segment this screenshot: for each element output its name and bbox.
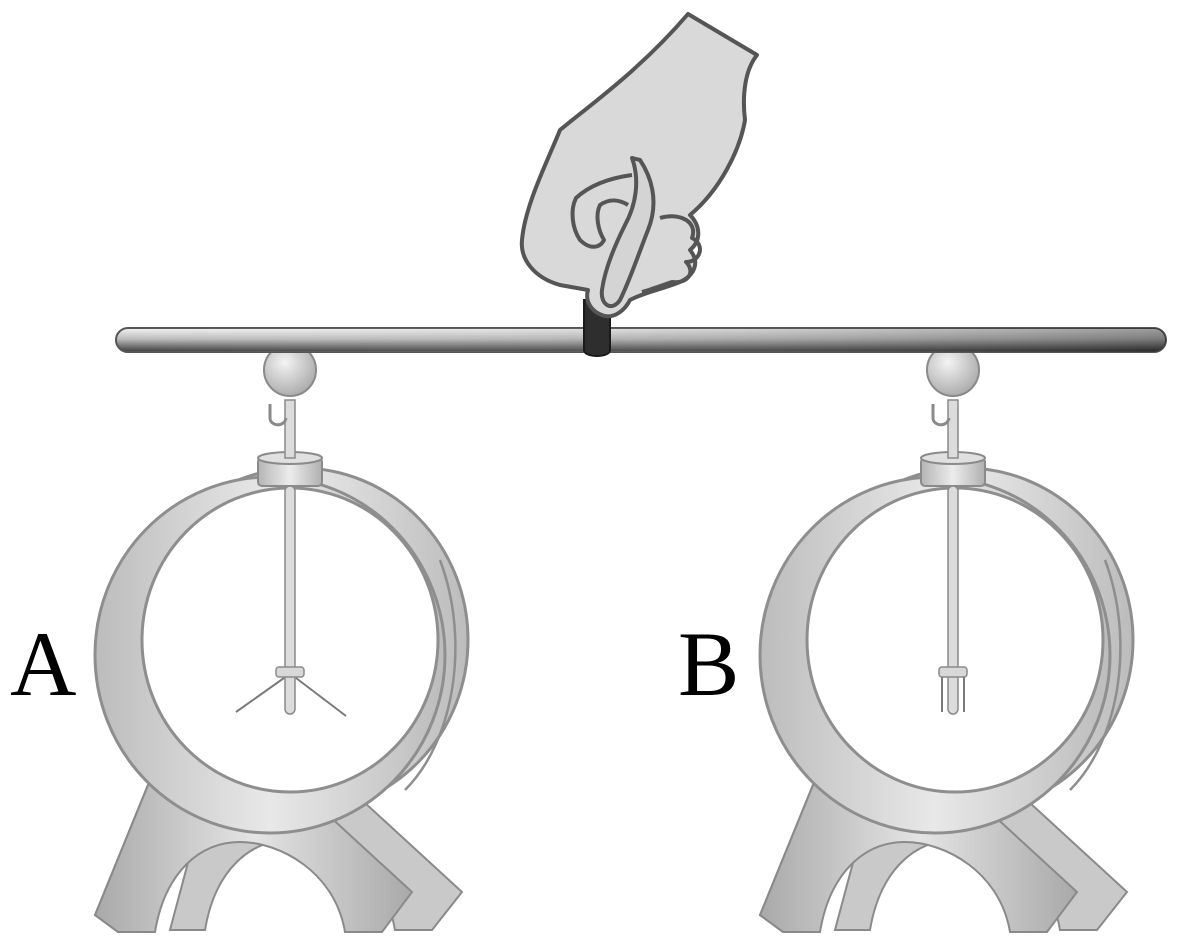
electroscope-a bbox=[93, 343, 470, 933]
leaves-a-diverged bbox=[235, 666, 347, 717]
leaves-b-collapsed bbox=[938, 666, 968, 712]
electroscope-b-label: B bbox=[678, 613, 740, 715]
stem-b bbox=[931, 399, 959, 715]
hand-index-finger bbox=[570, 173, 633, 249]
hand-fingers bbox=[641, 214, 702, 294]
hand bbox=[519, 12, 759, 357]
electroscope-a-label: A bbox=[10, 613, 77, 715]
metal-ring-a bbox=[93, 466, 470, 835]
metal-ring-b bbox=[758, 466, 1135, 835]
hand-thumb bbox=[599, 156, 656, 309]
stem-a bbox=[268, 399, 296, 715]
electroscope-b bbox=[758, 343, 1135, 933]
metal-rod bbox=[115, 327, 1167, 353]
